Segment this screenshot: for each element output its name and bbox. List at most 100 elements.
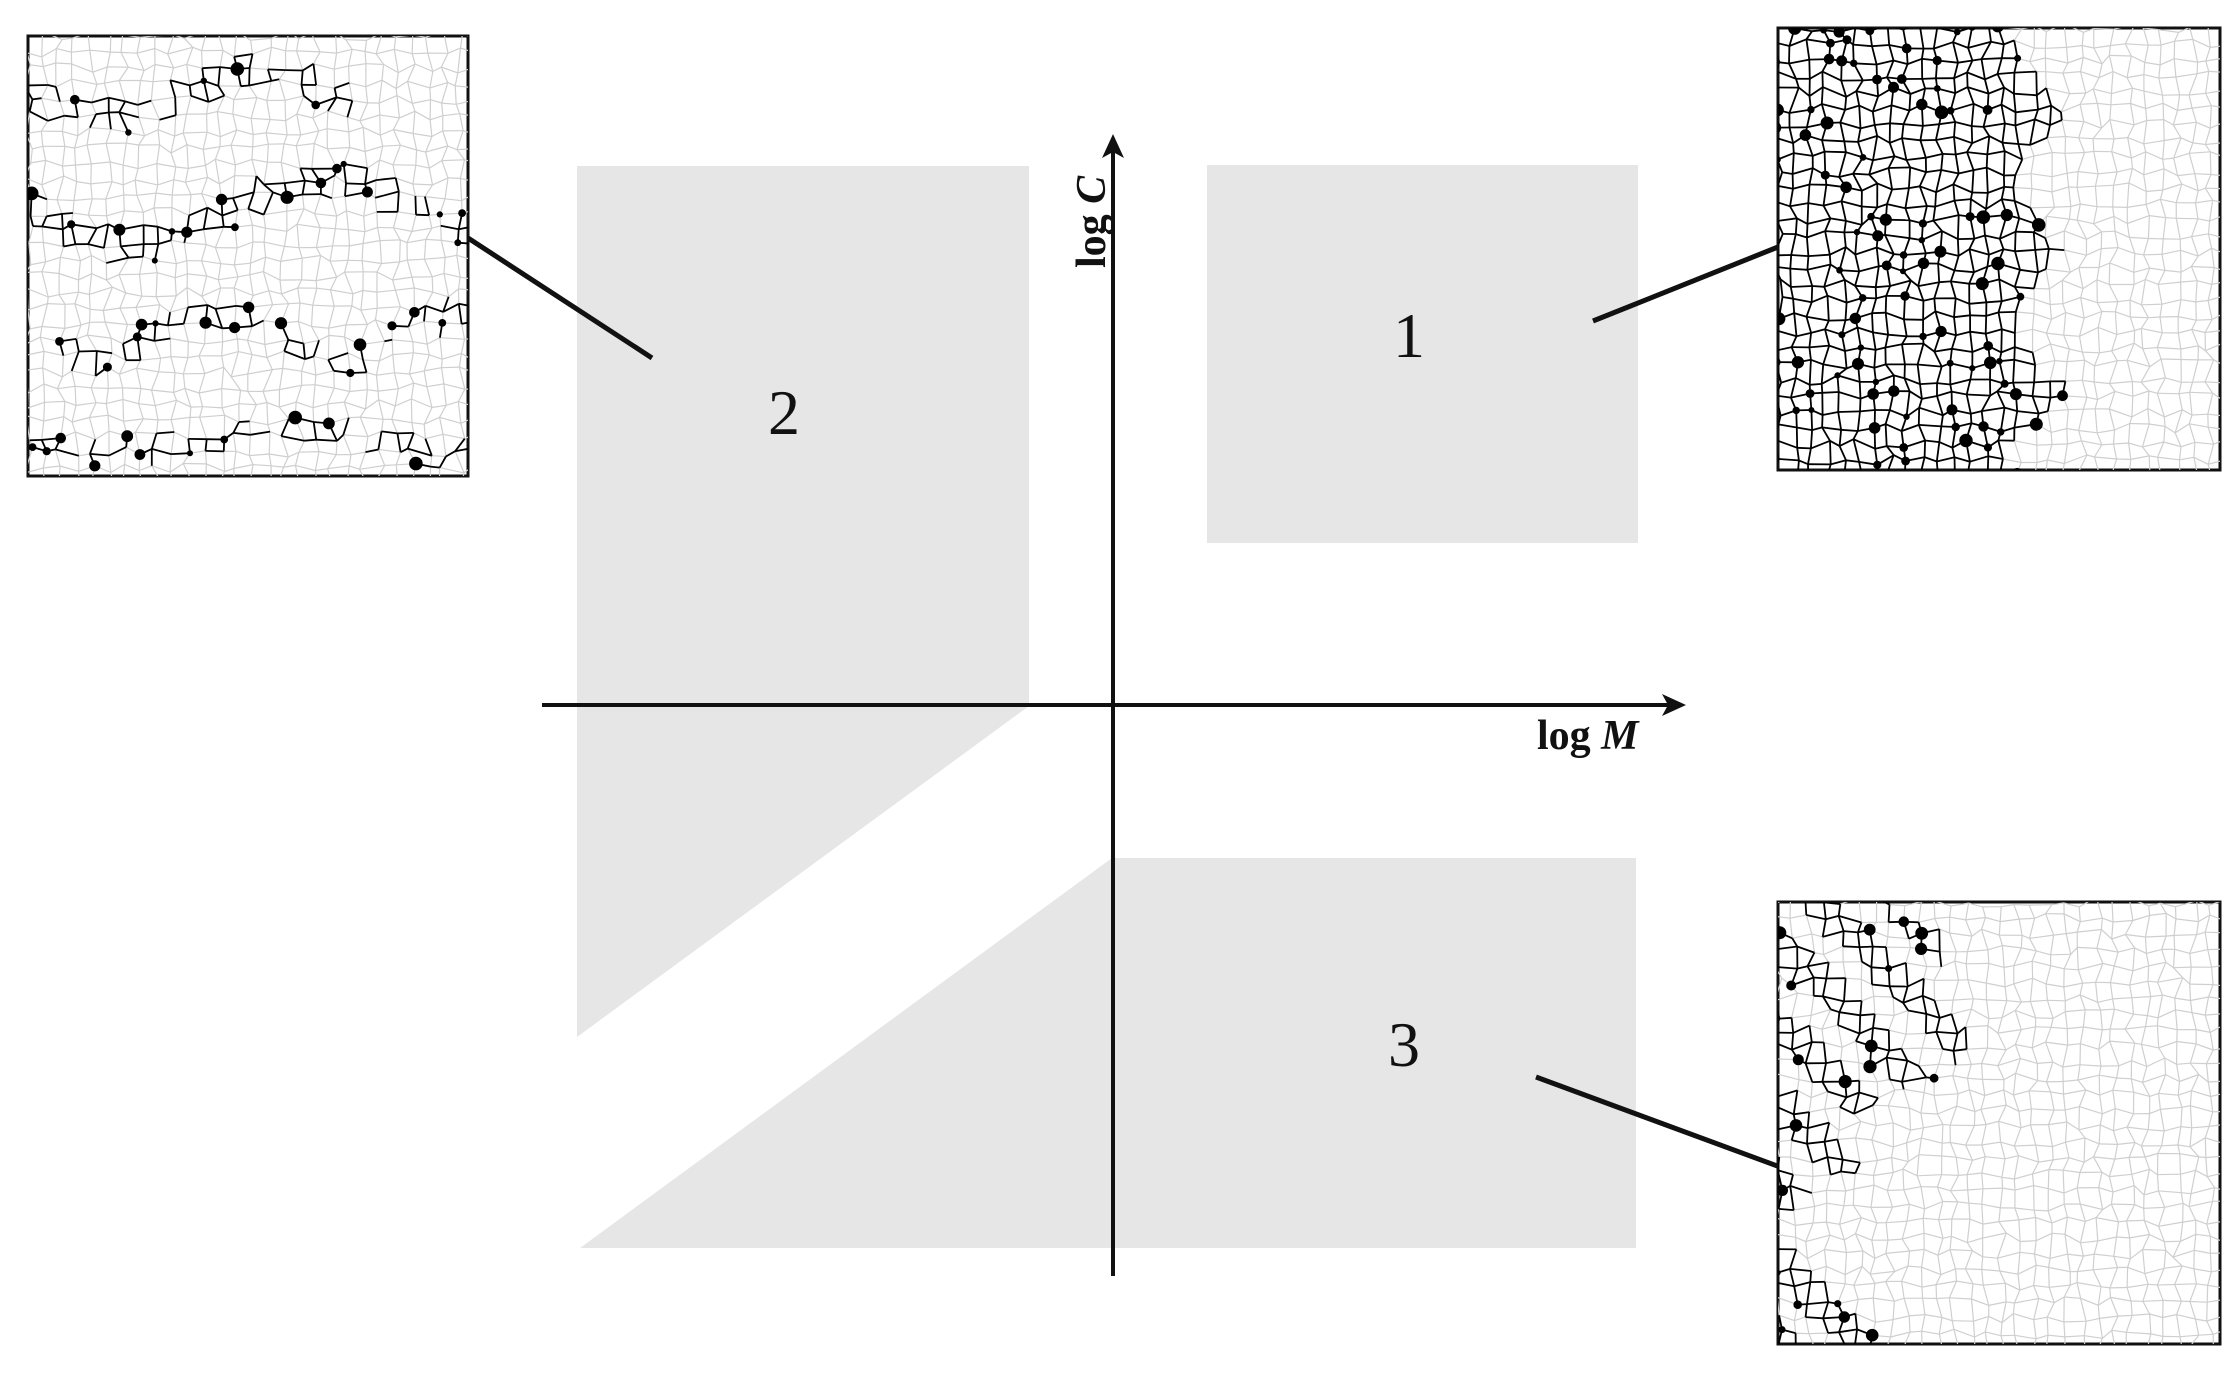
network-bond bbox=[296, 95, 305, 115]
network-bond bbox=[1778, 977, 1783, 993]
network-bond bbox=[150, 81, 154, 101]
cluster-pore bbox=[1836, 55, 1848, 67]
cluster-bond bbox=[1885, 343, 1903, 349]
network-bond bbox=[2111, 938, 2119, 953]
network-bond bbox=[463, 469, 468, 474]
network-bond bbox=[430, 99, 442, 104]
network-bond bbox=[41, 184, 48, 200]
network-bond bbox=[2092, 1269, 2102, 1287]
network-bond bbox=[2021, 28, 2029, 30]
network-bond bbox=[1952, 1320, 1974, 1322]
network-bond bbox=[206, 275, 219, 281]
cluster-bond bbox=[2036, 87, 2047, 97]
cluster-bond bbox=[1906, 156, 1926, 161]
network-bond bbox=[2146, 119, 2164, 122]
network-bond bbox=[2118, 1060, 2132, 1067]
cluster-bond bbox=[2035, 71, 2038, 96]
leader-line-region-1 bbox=[1592, 244, 1779, 324]
network-bond bbox=[2210, 173, 2220, 176]
network-bond bbox=[2063, 218, 2070, 232]
cluster-bond bbox=[1838, 391, 1861, 400]
cluster-bond bbox=[1918, 185, 1928, 207]
network-bond bbox=[2209, 123, 2220, 129]
network-bond bbox=[266, 132, 288, 136]
cluster-bond bbox=[1778, 451, 1780, 460]
cluster-bond bbox=[1855, 90, 1861, 106]
cluster-pore bbox=[1918, 219, 1927, 228]
cluster-bond bbox=[1805, 39, 1811, 60]
network-bond bbox=[2001, 1009, 2016, 1019]
network-bond bbox=[2134, 253, 2144, 256]
network-bond bbox=[2137, 902, 2150, 907]
cluster-bond bbox=[232, 191, 255, 199]
network-bond bbox=[2097, 1286, 2102, 1306]
network-bond bbox=[2047, 409, 2069, 412]
network-bond bbox=[327, 387, 335, 405]
cluster-bond bbox=[1823, 902, 1841, 905]
network-bond bbox=[2180, 345, 2199, 350]
network-bond bbox=[2157, 441, 2165, 458]
network-bond bbox=[2144, 1015, 2148, 1027]
network-bond bbox=[1957, 1089, 1970, 1095]
cluster-bond bbox=[2001, 123, 2006, 143]
cluster-pore bbox=[1900, 291, 1910, 301]
cluster-bond bbox=[1829, 440, 1841, 447]
cluster-bond bbox=[1822, 930, 1844, 938]
cluster-bond bbox=[2014, 311, 2017, 334]
network-bond bbox=[232, 99, 235, 115]
network-bond bbox=[2029, 978, 2034, 1002]
network-bond bbox=[2053, 1157, 2070, 1161]
network-bond bbox=[175, 287, 188, 297]
network-bond bbox=[2179, 1336, 2182, 1344]
network-bond bbox=[2188, 73, 2198, 96]
cluster-bond bbox=[300, 70, 304, 85]
network-bond bbox=[2013, 1145, 2020, 1156]
network-bond bbox=[366, 371, 377, 376]
network-bond bbox=[447, 145, 458, 151]
cluster-pore bbox=[1978, 421, 1989, 432]
cluster-bond bbox=[1812, 1156, 1828, 1164]
network-bond bbox=[393, 372, 399, 389]
network-bond bbox=[175, 166, 189, 169]
network-bond bbox=[423, 354, 430, 372]
network-bond bbox=[2204, 128, 2211, 145]
cluster-pore bbox=[315, 177, 327, 189]
network-bond bbox=[175, 113, 187, 116]
network-bond bbox=[361, 260, 364, 272]
network-bond bbox=[1894, 1088, 1904, 1091]
network-bond bbox=[314, 213, 337, 217]
network-bond bbox=[122, 387, 141, 390]
network-bond bbox=[64, 303, 75, 305]
network-bond bbox=[58, 465, 61, 476]
cluster-pore bbox=[199, 316, 212, 329]
network-bond bbox=[2031, 173, 2053, 178]
network-bond bbox=[398, 63, 416, 74]
network-bond bbox=[2207, 1081, 2212, 1097]
cluster-pore bbox=[2016, 292, 2025, 301]
network-bond bbox=[1918, 917, 1936, 923]
network-bond bbox=[399, 110, 416, 119]
network-bond bbox=[412, 99, 431, 104]
network-bond bbox=[2101, 247, 2119, 250]
network-bond bbox=[413, 482, 431, 490]
network-bond bbox=[125, 292, 142, 297]
network-bond bbox=[2111, 472, 2129, 477]
inset-region-2 bbox=[26, 34, 470, 490]
cluster-bond bbox=[1778, 70, 1797, 80]
network-bond bbox=[1985, 999, 1990, 1019]
network-bond bbox=[454, 85, 457, 105]
cluster-bond bbox=[1984, 234, 2000, 240]
cluster-bond bbox=[1807, 184, 1811, 204]
cluster-bond bbox=[1920, 456, 1926, 470]
network-bond bbox=[408, 320, 425, 328]
network-bond bbox=[280, 162, 286, 184]
cluster-bond bbox=[1955, 151, 1968, 156]
network-bond bbox=[2124, 1028, 2136, 1044]
network-bond bbox=[2085, 1317, 2100, 1322]
cluster-bond bbox=[1966, 86, 1975, 105]
network-bond bbox=[123, 481, 142, 486]
cluster-bond bbox=[1901, 344, 1906, 365]
network-bond bbox=[153, 340, 162, 359]
network-bond bbox=[2180, 249, 2199, 257]
network-bond bbox=[1968, 1203, 1971, 1220]
